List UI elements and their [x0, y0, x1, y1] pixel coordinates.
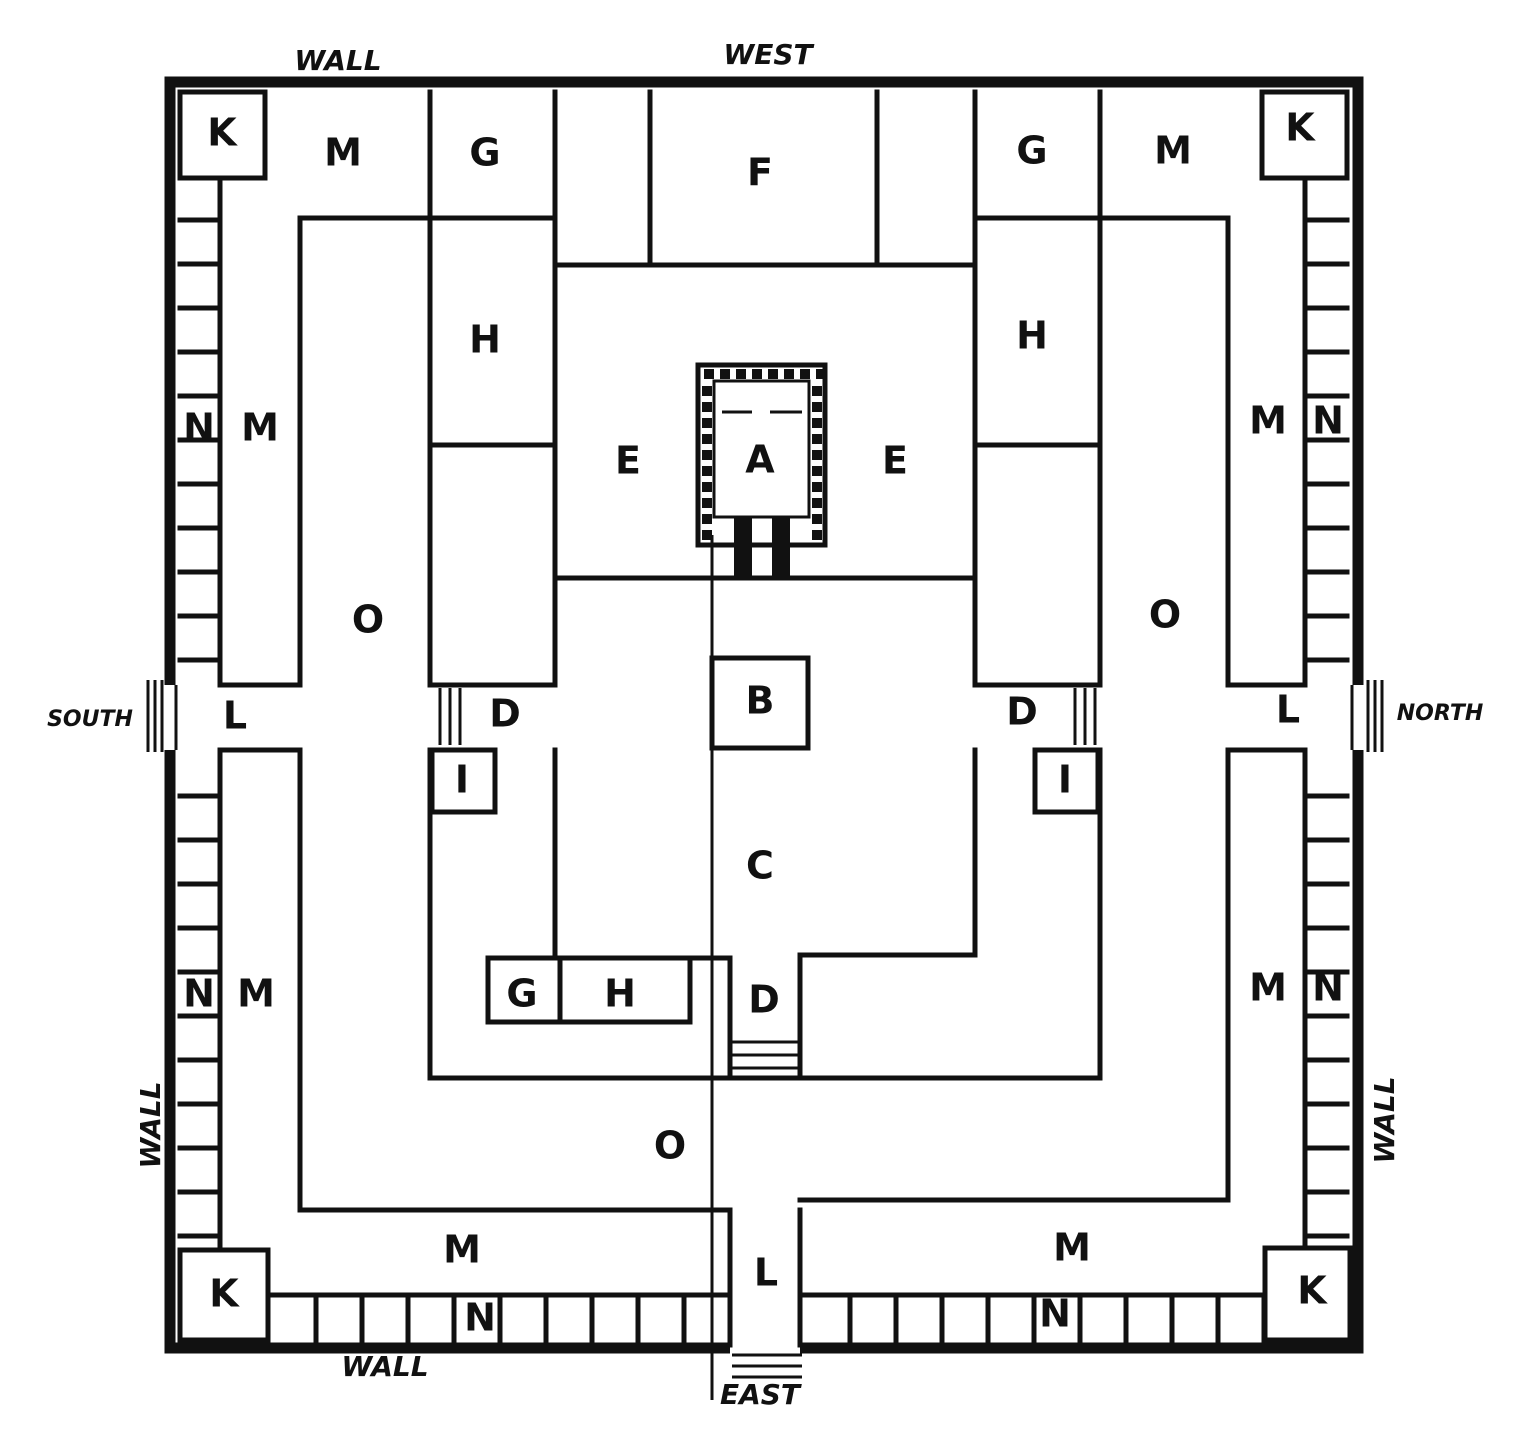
- label-l-south: L: [223, 694, 247, 738]
- label-m-top-right: M: [1154, 129, 1192, 173]
- label-k-top-left: K: [207, 111, 238, 155]
- label-n-left-lower: N: [183, 972, 215, 1016]
- label-h-right: H: [1016, 314, 1048, 358]
- label-h-left: H: [469, 318, 501, 362]
- room-labels: A B C D D D E E F G G G H H H I I K K K …: [183, 106, 1344, 1340]
- label-north: NORTH: [1397, 701, 1484, 726]
- label-south: SOUTH: [47, 707, 133, 732]
- label-n-bottom-right: N: [1039, 1292, 1071, 1336]
- label-o-left: O: [352, 598, 384, 642]
- label-l-north: L: [1276, 688, 1300, 732]
- label-wall-right: WALL: [1368, 1076, 1401, 1163]
- label-k-top-right: K: [1285, 106, 1316, 150]
- label-e-right: E: [882, 439, 908, 483]
- label-o-right: O: [1149, 593, 1181, 637]
- label-k-bottom-left: K: [209, 1272, 240, 1316]
- compass-labels: WEST EAST SOUTH NORTH WALL WALL WALL WAL…: [47, 38, 1483, 1411]
- label-c-court: C: [746, 844, 774, 888]
- label-wall-left: WALL: [134, 1081, 167, 1168]
- wall-chambers: [177, 217, 1350, 1343]
- label-g-left: G: [469, 131, 500, 175]
- label-m-right-lower: M: [1249, 966, 1287, 1010]
- label-m-top-left: M: [324, 131, 362, 175]
- label-n-left-upper: N: [183, 406, 215, 450]
- label-d-south-gate: D: [489, 692, 521, 736]
- label-e-left: E: [615, 439, 641, 483]
- label-b-altar: B: [746, 679, 775, 723]
- label-m-bottom-left: M: [443, 1228, 481, 1272]
- label-k-bottom-right: K: [1297, 1269, 1328, 1313]
- label-o-bottom: O: [654, 1124, 686, 1168]
- label-g-right: G: [1016, 129, 1047, 173]
- label-a-temple: A: [745, 438, 775, 482]
- label-i-left: I: [455, 758, 469, 802]
- label-east: EAST: [720, 1378, 802, 1411]
- label-wall-bottom: WALL: [341, 1350, 428, 1383]
- label-n-right-lower: N: [1312, 966, 1344, 1010]
- label-h-bottom: H: [604, 972, 636, 1016]
- label-m-bottom-right: M: [1053, 1226, 1091, 1270]
- label-m-right-upper: M: [1249, 399, 1287, 443]
- label-m-left-upper: M: [241, 406, 279, 450]
- label-m-left-lower: M: [237, 972, 275, 1016]
- temple-house-a: [695, 362, 828, 577]
- label-n-bottom-left: N: [464, 1296, 496, 1340]
- label-west: WEST: [723, 38, 814, 71]
- label-wall-top: WALL: [294, 44, 381, 77]
- label-i-right: I: [1058, 758, 1072, 802]
- label-g-bottom: G: [506, 972, 537, 1016]
- label-d-east-gate: D: [748, 978, 780, 1022]
- label-d-north-gate: D: [1006, 690, 1038, 734]
- outer-wall: [164, 76, 1364, 1354]
- courts-and-chambers: [146, 89, 1384, 1400]
- label-f: F: [747, 151, 773, 195]
- label-n-right-upper: N: [1312, 399, 1344, 443]
- label-l-east: L: [754, 1251, 778, 1295]
